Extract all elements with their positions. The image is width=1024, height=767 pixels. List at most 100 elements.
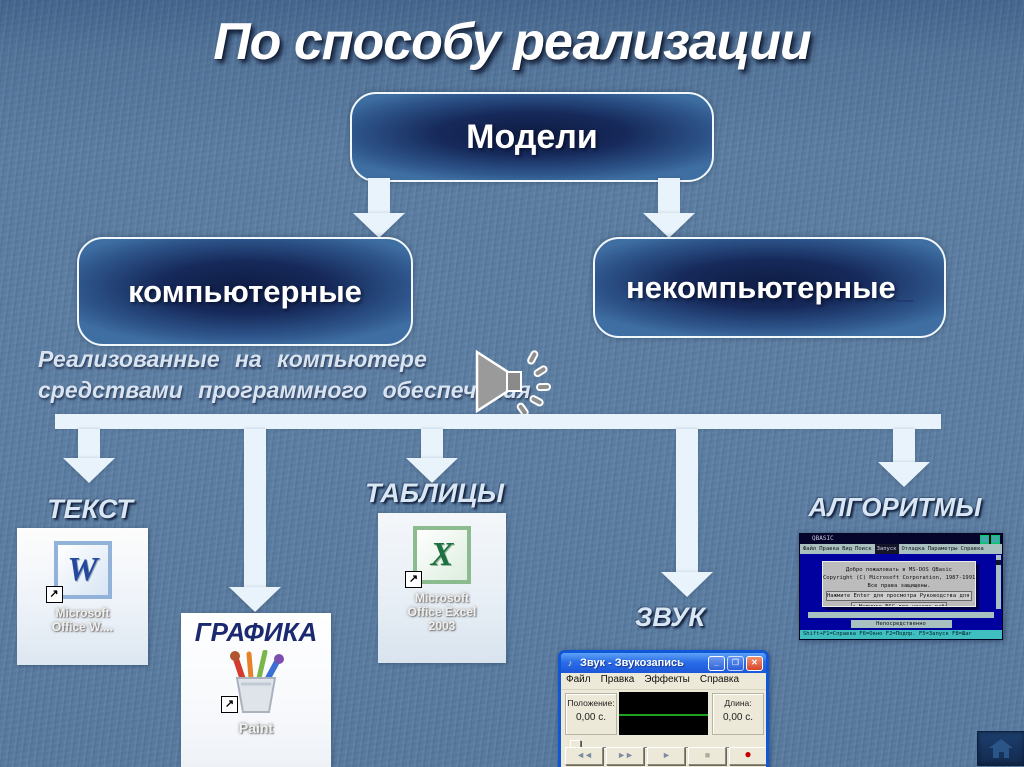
qbasic-titlebar[interactable]: QBASIC [800,534,1002,544]
record-button[interactable]: ● [729,747,766,765]
close-button[interactable]: ✕ [746,655,763,671]
position-label: Положение: [567,698,615,708]
rewind-button[interactable]: ◄◄ [565,747,603,765]
drop-tables-head [406,458,458,483]
excel-shortcut-card[interactable]: X ↗ Microsoft Office Excel 2003 [378,513,506,663]
shortcut-arrow-icon: ↗ [45,586,63,603]
paint-icon: ↗ [221,649,287,721]
qb-dialog-line2: Copyright (C) Microsoft Corporation, 198… [823,575,975,581]
label-graphics: ГРАФИКА [194,617,318,647]
home-icon [989,739,1013,748]
transport-buttons: ◄◄ ►► ► ■ ● [565,747,766,765]
maximize-button[interactable]: ❐ [727,655,744,671]
menu-edit[interactable]: Правка [600,674,635,685]
node-computer-label: компьютерные [128,273,362,309]
position-box: Положение: 0,00 с. [565,693,617,735]
qb-menu-help[interactable]: Справка [960,546,984,552]
qbasic-editor-area: Добро пожаловать в MS-DOS QBasic Copyrig… [800,554,1002,612]
drop-text-head [63,458,115,483]
paint-caption: Paint [238,720,274,736]
qb-menu-file[interactable]: Файл [803,546,817,552]
qb-dialog-line1: Добро пожаловать в MS-DOS QBasic [846,567,952,573]
shortcut-arrow-icon: ↗ [221,696,238,713]
node-noncomputer-underscore: _ [895,269,914,305]
drop-algorithms-shaft [893,429,915,463]
home-icon-door [999,752,1004,758]
drop-sound-shaft [676,429,698,573]
speaker-icon[interactable] [474,349,558,422]
position-value: 0,00 с. [575,712,607,723]
paint-shortcut-card[interactable]: ГРАФИКА ↗ Paint [181,613,331,767]
minimize-button[interactable]: _ [708,655,725,671]
qb-menu-edit[interactable]: Правка [819,546,840,552]
length-value: 0,00 с. [722,712,754,723]
excel-caption-line3: 2003 [428,619,456,633]
word-caption-line1: Microsoft [55,606,110,620]
qb-menu-view[interactable]: Вид [842,546,853,552]
qb-dialog-line3: Все права защищены. [867,583,931,589]
play-button[interactable]: ► [647,747,685,765]
branch-bar [55,414,941,429]
qbasic-window: QBASIC Файл Правка Вид Поиск Запуск Отла… [799,533,1003,640]
qb-menu-run[interactable]: Запуск [874,544,899,554]
recorder-body: Положение: 0,00 с. Длина: 0,00 с. ◄◄ ►► … [561,690,766,765]
excel-caption-line2: Office Excel [407,605,477,619]
qb-menu-debug[interactable]: Отладка [901,546,925,552]
qbasic-vscroll-thumb[interactable] [996,560,1001,565]
word-caption-line2: Office W.... [51,620,114,634]
qbasic-horizontal-scrollbar[interactable] [808,612,994,618]
word-shortcut-card[interactable]: W ↗ Microsoft Office W.... [17,528,148,665]
excel-icon: X ↗ [405,526,471,588]
label-text: ТЕКСТ [47,494,133,524]
node-noncomputer-label: некомпьютерные [625,269,896,305]
word-caption: Microsoft Office W.... [17,606,148,634]
drop-algorithms-head [878,462,930,487]
drop-graphics-head [229,587,281,612]
recorder-titlebar[interactable]: ♪ Звук - Звукозапись _ ❐ ✕ [561,653,766,673]
qbasic-menubar: Файл Правка Вид Поиск Запуск Отладка Пар… [800,544,1002,554]
word-letter: W [67,551,98,588]
recorder-title: Звук - Звукозапись [580,657,684,669]
qbasic-welcome-dialog: Добро пожаловать в MS-DOS QBasic Copyrig… [822,561,976,607]
arrow-models-to-noncomputer-shaft [658,178,680,213]
drop-tables-shaft [421,429,443,459]
label-sound: ЗВУК [634,602,706,632]
qbasic-maximize-button[interactable] [991,535,1000,544]
arrow-models-to-noncomputer-head [643,213,695,238]
stop-button[interactable]: ■ [688,747,726,765]
qbasic-vertical-scrollbar[interactable] [996,555,1001,609]
fast-forward-button[interactable]: ►► [606,747,644,765]
node-noncomputer: некомпьютерные_ [593,237,946,338]
qb-menu-search[interactable]: Поиск [855,546,872,552]
qbasic-immediate-label: Непосредственно [850,620,952,628]
length-box: Длина: 0,00 с. [712,693,764,735]
waveform-display [619,692,708,735]
label-algorithms: АЛГОРИТМЫ [808,492,982,522]
qb-dialog-line5[interactable]: < Нажмите ESC для начала работы > [851,602,947,606]
qbasic-minimize-button[interactable] [980,535,989,544]
qb-dialog-line4[interactable]: Нажмите Enter для просмотра Руководства … [826,591,972,601]
arrow-models-to-computer-head [353,213,405,238]
waveform-line [619,713,708,716]
drop-graphics-shaft [244,429,266,588]
menu-file[interactable]: Файл [566,674,591,685]
home-button[interactable] [977,731,1024,766]
qbasic-title: QBASIC [812,535,834,542]
menu-help[interactable]: Справка [699,674,740,685]
qbasic-immediate-strip: Непосредственно [800,618,1002,630]
note-text: Реализованные на компьютере средствами п… [38,344,531,406]
drop-text-shaft [78,429,100,459]
recorder-app-icon: ♪ [567,658,573,668]
sound-recorder-window: ♪ Звук - Звукозапись _ ❐ ✕ Файл Правка Э… [558,650,769,767]
word-icon: W ↗ [45,541,112,603]
qb-menu-options[interactable]: Параметры [927,546,958,552]
recorder-menubar: Файл Правка Эффекты Справка [561,673,766,690]
drop-sound-head [661,572,713,597]
note-line-1: Реализованные на компьютере [38,346,427,372]
note-line-2: средствами программного обеспечения [38,377,531,403]
qbasic-status-bar: Shift+F1=Справка F6=Окно F2=Подпр. F5=За… [800,630,1002,639]
home-icon-base [993,748,1009,758]
node-models-label: Модели [466,117,598,156]
excel-caption-line1: Microsoft [415,591,469,605]
menu-effects[interactable]: Эффекты [644,674,690,685]
